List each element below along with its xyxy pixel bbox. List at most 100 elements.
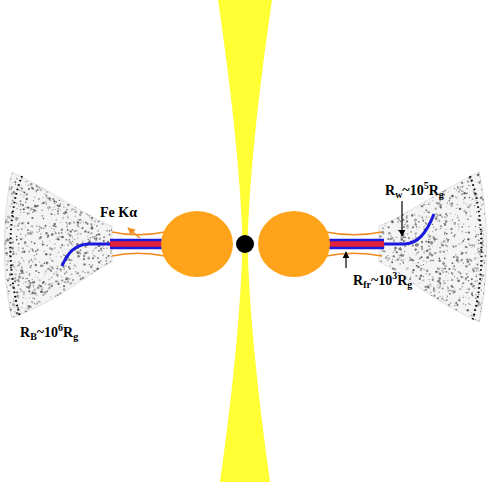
speck: [90, 232, 92, 234]
speck: [54, 223, 56, 225]
speck: [110, 316, 112, 318]
speck: [3, 213, 5, 215]
speck: [428, 235, 430, 237]
speck: [32, 188, 34, 190]
speck: [88, 186, 90, 188]
speck: [111, 274, 113, 276]
speck: [87, 205, 89, 207]
speck: [50, 319, 52, 321]
speck: [101, 193, 103, 195]
speck: [102, 223, 104, 225]
speck: [109, 168, 111, 170]
speck: [55, 244, 56, 245]
speck: [376, 218, 377, 219]
speck: [45, 167, 48, 170]
speck: [93, 223, 95, 225]
speck: [99, 238, 101, 240]
speck: [100, 296, 102, 298]
speck: [90, 286, 92, 288]
speck: [76, 314, 78, 316]
speck: [50, 269, 51, 270]
speck: [381, 320, 383, 322]
speck: [0, 182, 3, 185]
speck: [462, 177, 464, 179]
speck: [376, 315, 378, 317]
speck: [89, 197, 91, 199]
speck: [441, 270, 442, 271]
speck: [109, 323, 110, 324]
speck: [55, 239, 57, 241]
speck: [2, 202, 4, 204]
speck: [482, 297, 484, 299]
speck: [4, 189, 5, 190]
speck: [105, 293, 108, 296]
speck: [27, 305, 28, 306]
speck: [88, 214, 90, 216]
speck: [62, 301, 63, 302]
speck: [106, 247, 107, 248]
speck: [67, 293, 69, 295]
speck: [18, 168, 20, 170]
speck: [407, 215, 409, 217]
speck: [3, 276, 5, 278]
speck: [60, 300, 62, 302]
speck: [85, 201, 86, 202]
speck: [14, 311, 15, 312]
speck: [102, 251, 103, 252]
speck: [67, 294, 69, 296]
speck: [2, 213, 4, 215]
speck: [70, 230, 72, 232]
speck: [432, 259, 434, 261]
speck: [24, 234, 26, 236]
speck: [110, 293, 112, 295]
speck: [15, 261, 16, 262]
speck: [418, 181, 420, 183]
speck: [54, 225, 56, 227]
speck: [76, 192, 77, 193]
speck: [63, 309, 64, 310]
speck: [489, 201, 491, 203]
speck: [101, 250, 102, 251]
speck: [36, 192, 37, 193]
speck: [92, 250, 94, 252]
speck: [36, 184, 38, 186]
speck: [34, 292, 36, 294]
speck: [67, 233, 69, 235]
speck: [412, 238, 413, 239]
speck: [67, 216, 69, 218]
speck: [19, 277, 21, 279]
speck: [90, 300, 92, 302]
speck: [51, 267, 53, 269]
speck: [82, 296, 84, 298]
speck: [479, 253, 481, 255]
speck: [84, 272, 85, 273]
speck: [103, 287, 104, 288]
speck: [12, 264, 14, 266]
speck: [95, 193, 96, 194]
speck: [91, 219, 93, 221]
speck: [79, 219, 81, 221]
speck: [102, 201, 105, 204]
speck: [51, 315, 53, 317]
speck: [91, 314, 93, 316]
speck: [69, 177, 71, 179]
speck: [30, 294, 31, 295]
speck: [6, 269, 8, 271]
speck: [72, 292, 74, 294]
speck: [1, 174, 3, 176]
speck: [61, 236, 63, 238]
speck: [439, 304, 442, 307]
speck: [41, 265, 43, 267]
speck: [443, 309, 445, 311]
speck: [13, 279, 14, 280]
speck: [52, 316, 54, 318]
speck: [60, 247, 62, 249]
speck: [8, 232, 10, 234]
speck: [475, 170, 477, 172]
speck: [412, 171, 414, 173]
speck: [4, 292, 5, 293]
speck: [12, 253, 15, 256]
speck: [33, 311, 35, 313]
speck: [100, 300, 102, 302]
speck: [11, 203, 13, 205]
